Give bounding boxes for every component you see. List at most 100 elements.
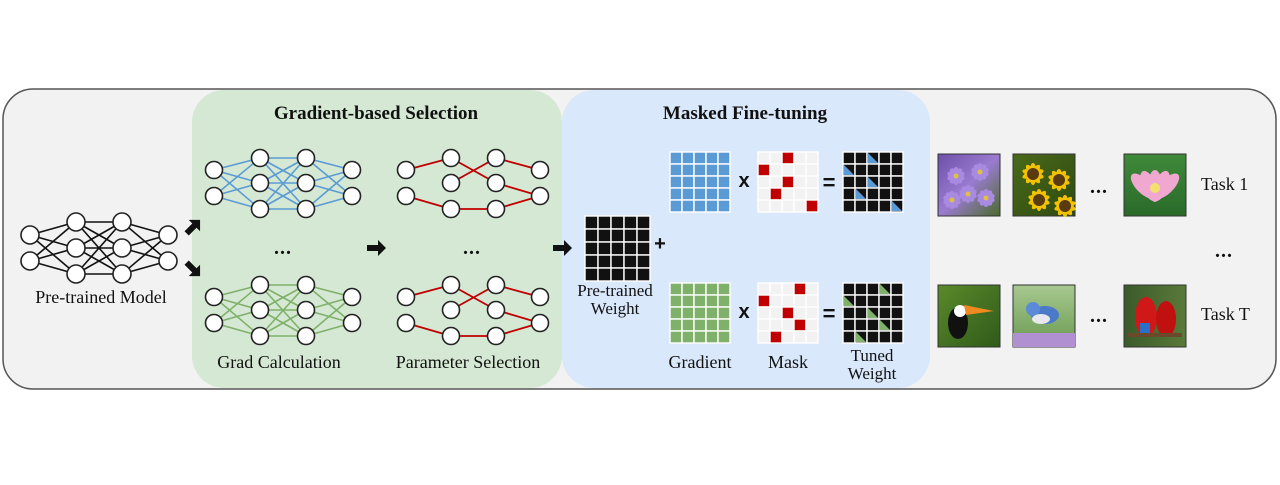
nn-node xyxy=(342,313,362,333)
arrow-to-grad-top xyxy=(184,219,201,236)
nn-node xyxy=(296,326,316,346)
nn-node xyxy=(530,287,550,307)
gradient-grid-green xyxy=(669,282,731,344)
grid-cell xyxy=(878,306,892,320)
nn-node xyxy=(441,300,461,320)
grid-cell xyxy=(717,318,731,332)
pretrained-model-network xyxy=(20,212,178,284)
grid-cell xyxy=(878,199,892,213)
nn-node xyxy=(250,148,270,168)
grid-cell xyxy=(717,306,731,320)
grid-cell xyxy=(890,294,904,308)
nn-node xyxy=(296,300,316,320)
grid-cell xyxy=(854,199,868,213)
grid-cell xyxy=(681,163,695,177)
grid-cell xyxy=(769,163,783,177)
grid-cell xyxy=(878,294,892,308)
grid-cell xyxy=(597,241,612,256)
grid-cell xyxy=(793,306,807,320)
nn-node xyxy=(441,275,461,295)
tuned-cell-update xyxy=(868,308,878,318)
task1-ellipsis: ... xyxy=(1090,176,1108,198)
nn-edge xyxy=(121,234,169,275)
grid-cell xyxy=(793,294,807,308)
grid-cell xyxy=(769,175,783,189)
grid-cell xyxy=(805,187,819,201)
grid-cell xyxy=(693,318,707,332)
grid-cell xyxy=(717,187,731,201)
grid-cell xyxy=(623,215,638,230)
grid-cell xyxy=(769,318,783,332)
shape xyxy=(1140,323,1150,335)
nn-node xyxy=(250,326,270,346)
gradient-grid-blue xyxy=(669,151,731,213)
shape xyxy=(964,305,994,315)
grid-cell xyxy=(866,163,880,177)
grid-cell xyxy=(866,282,880,296)
taskt-ellipsis: ... xyxy=(1090,305,1108,327)
nn-node xyxy=(250,173,270,193)
tuned-cell-update xyxy=(880,320,890,330)
grid-cell xyxy=(781,151,795,165)
nn-node xyxy=(342,186,362,206)
grid-cell xyxy=(854,294,868,308)
selection-panel xyxy=(192,90,562,388)
grid-cell xyxy=(610,215,625,230)
grid-cell xyxy=(854,318,868,332)
grid-cell xyxy=(781,175,795,189)
grid-cell xyxy=(769,282,783,296)
nn-node xyxy=(396,287,416,307)
grid-cell xyxy=(854,306,868,320)
mask-grid-top xyxy=(757,151,819,213)
shape xyxy=(1027,168,1039,180)
nn-node xyxy=(250,300,270,320)
nn-node xyxy=(296,199,316,219)
grid-cell xyxy=(717,282,731,296)
mask-grid-bottom xyxy=(757,282,819,344)
nn-node xyxy=(66,264,86,284)
grid-cell xyxy=(681,151,695,165)
nn-edge xyxy=(305,169,353,210)
selection-network-bottom xyxy=(396,275,550,346)
shape xyxy=(965,191,971,197)
nn-node xyxy=(112,212,132,232)
grid-cell xyxy=(610,228,625,243)
grad-calculation-label: Grad Calculation xyxy=(217,352,341,372)
arrow-to-grad-bottom xyxy=(184,260,201,277)
grid-cell xyxy=(669,199,683,213)
times-sign-top: x xyxy=(738,170,750,192)
nn-node xyxy=(296,148,316,168)
grid-cell xyxy=(669,163,683,177)
grid-cell xyxy=(757,294,771,308)
grid-cell xyxy=(757,163,771,177)
shape xyxy=(954,305,966,317)
grid-cell xyxy=(623,267,638,282)
nn-node xyxy=(486,300,506,320)
grid-cell xyxy=(584,254,599,269)
masked-fine-tuning-title: Masked Fine-tuning xyxy=(662,103,828,124)
grid-cell xyxy=(693,163,707,177)
grid-cell xyxy=(693,282,707,296)
grid-cell xyxy=(705,187,719,201)
arrow-selection-to-finetune xyxy=(553,240,572,256)
grid-cell xyxy=(805,330,819,344)
nn-node xyxy=(396,160,416,180)
grid-cell xyxy=(693,199,707,213)
grid-cell xyxy=(669,330,683,344)
grid-cell xyxy=(769,199,783,213)
nn-node xyxy=(66,238,86,258)
grid-cell xyxy=(793,175,807,189)
grid-cell xyxy=(890,187,904,201)
grid-cell xyxy=(805,175,819,189)
grid-cell xyxy=(793,199,807,213)
nn-node xyxy=(441,326,461,346)
grid-cell xyxy=(693,330,707,344)
grid-cell xyxy=(681,294,695,308)
grid-cell xyxy=(669,306,683,320)
grid-cell xyxy=(636,267,651,282)
grid-cell xyxy=(866,318,880,332)
grid-cell xyxy=(597,267,612,282)
shape xyxy=(977,169,983,175)
task1-image-sunflowers xyxy=(1012,153,1076,217)
grid-cell xyxy=(854,151,868,165)
